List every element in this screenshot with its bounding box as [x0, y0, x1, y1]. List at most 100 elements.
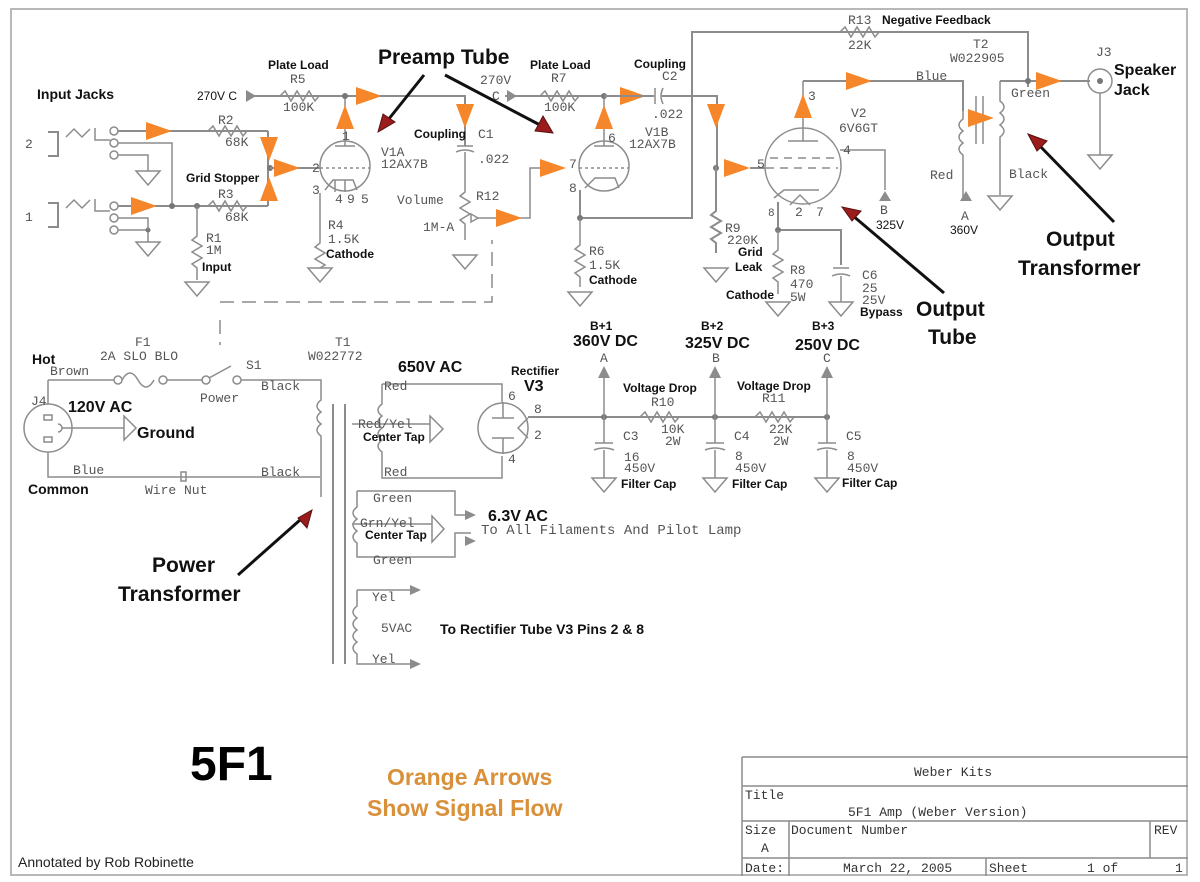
- title-block-doc-label: Document Number: [791, 823, 908, 838]
- jack-1-label: 1: [25, 210, 33, 225]
- r10-value: 10K: [661, 422, 685, 437]
- signal-arrow: [540, 159, 566, 177]
- c3-ref: C3: [623, 429, 639, 444]
- c5-ref: C5: [846, 429, 862, 444]
- pointer-arrow-preamp-v1b: [444, 73, 554, 134]
- c1-role: Coupling: [414, 127, 466, 141]
- pointer-arrow-output-tube: [840, 206, 945, 295]
- r8-resistor: [771, 230, 785, 294]
- v1a-pin-5: 5: [361, 192, 369, 207]
- black-lead-top: Black: [261, 379, 300, 394]
- filaments-label: To All Filaments And Pilot Lamp: [481, 523, 741, 539]
- r13-value: 22K: [848, 38, 872, 53]
- r12-role: Volume: [397, 193, 444, 208]
- r7-supply-v: 270V: [480, 73, 511, 88]
- c2-ref: C2: [662, 69, 678, 84]
- title-block-rev-label: REV: [1154, 823, 1178, 838]
- c4-rating: 450V: [735, 461, 766, 476]
- r1-value: 1M: [206, 243, 222, 258]
- v2-type: 6V6GT: [839, 121, 878, 136]
- r8-role: Cathode: [726, 288, 774, 302]
- screen-node: B: [880, 203, 888, 218]
- c2-role: Coupling: [634, 57, 686, 71]
- v63-label: 6.3V AC: [488, 508, 548, 525]
- r10-resistor: [639, 410, 680, 424]
- c1-ref: C1: [478, 127, 494, 142]
- c4-value: 8: [735, 449, 743, 464]
- input-jacks-label: Input Jacks: [37, 86, 114, 102]
- hv-center-lead: Red/Yel: [358, 417, 413, 432]
- v3-ref: V3: [524, 378, 544, 395]
- signal-arrow: [131, 197, 157, 215]
- r1-role: Input: [202, 260, 231, 274]
- signal-arrow: [260, 177, 278, 201]
- r4-value: 1.5K: [328, 232, 359, 247]
- speaker-jack-label-2: Jack: [1114, 82, 1150, 99]
- v1a-pin-9: 9: [347, 192, 355, 207]
- power-transformer-core: [332, 404, 346, 664]
- ground-label: Ground: [137, 425, 195, 442]
- t2-black-lead: Black: [1009, 167, 1048, 182]
- hv-center-tap-label: Center Tap: [363, 430, 425, 444]
- c5-value: 8: [847, 449, 855, 464]
- c3-role: Filter Cap: [621, 477, 676, 491]
- t2-node: A: [961, 209, 969, 224]
- r10-rating: 2W: [665, 434, 681, 449]
- r7-ref: R7: [551, 71, 567, 86]
- r6-value: 1.5K: [589, 258, 620, 273]
- fuse-f1: [113, 372, 168, 388]
- output-tube-label-2: Tube: [928, 326, 977, 349]
- c6-ref: C6: [862, 268, 878, 283]
- b-plus-1-node: [591, 366, 617, 493]
- title-block-company: Weber Kits: [914, 765, 992, 780]
- hv-red-bottom: Red: [384, 465, 407, 480]
- rect-5vac-label: 5VAC: [381, 621, 412, 636]
- r9-resistor: [709, 166, 723, 253]
- v1a-pin-1: 1: [342, 129, 350, 144]
- title-block-date: March 22, 2005: [843, 861, 952, 876]
- b2-node: B: [712, 351, 720, 366]
- r4-resistor: [313, 193, 327, 277]
- speaker-jack-label-1: Speaker: [1114, 62, 1176, 79]
- s1-role: Power: [200, 391, 239, 406]
- r9-value-visible: 220K: [727, 233, 758, 248]
- v1a-ref: V1A: [381, 145, 405, 160]
- r13-role: Negative Feedback: [882, 13, 991, 27]
- fil-green-top: Green: [373, 491, 412, 506]
- to-rectifier-label: To Rectifier Tube V3 Pins 2 & 8: [440, 621, 644, 637]
- r6-role: Cathode: [589, 273, 637, 287]
- t2-green-lead: Green: [1011, 86, 1050, 101]
- r5-ref: R5: [290, 72, 306, 87]
- pointer-arrow-power-transformer: [237, 508, 313, 577]
- c6-rating: 25V: [862, 293, 886, 308]
- c1-value: .022: [478, 152, 509, 167]
- r8-ref: R8: [790, 263, 806, 278]
- b3-voltage: 250V DC: [795, 337, 860, 354]
- legend-line-1: Orange Arrows: [387, 764, 552, 790]
- r13-feedback-resistor: [839, 25, 880, 39]
- r1-ref: R1: [206, 231, 222, 246]
- r1-resistor: [190, 206, 204, 280]
- v1b-pin-6: 6: [608, 131, 616, 146]
- b3-name: B+3: [812, 319, 835, 333]
- b3-node: C: [823, 351, 831, 366]
- r6-ref: R6: [589, 244, 605, 259]
- title-block-title: 5F1 Amp (Weber Version): [848, 805, 1027, 820]
- r5-supply: 270V C: [197, 89, 237, 103]
- c6-value: 25: [862, 281, 878, 296]
- r3-value: 68K: [225, 210, 249, 225]
- c5-rating: 450V: [847, 461, 878, 476]
- v3-pin-8: 8: [534, 402, 542, 417]
- signal-arrow: [707, 104, 725, 128]
- r4-ref: R4: [328, 218, 344, 233]
- r9-role-leak: Leak: [735, 260, 763, 274]
- model-title: 5F1: [190, 738, 273, 791]
- supply-c-terminal: [246, 90, 256, 102]
- legend-line-2: Show Signal Flow: [367, 795, 563, 821]
- r11-resistor: [754, 410, 795, 424]
- signal-arrow: [724, 159, 750, 177]
- ground-symbol: [123, 414, 138, 442]
- b2-name: B+2: [701, 319, 724, 333]
- output-transformer-label-1: Output: [1046, 228, 1115, 251]
- t1-part: W022772: [308, 349, 363, 364]
